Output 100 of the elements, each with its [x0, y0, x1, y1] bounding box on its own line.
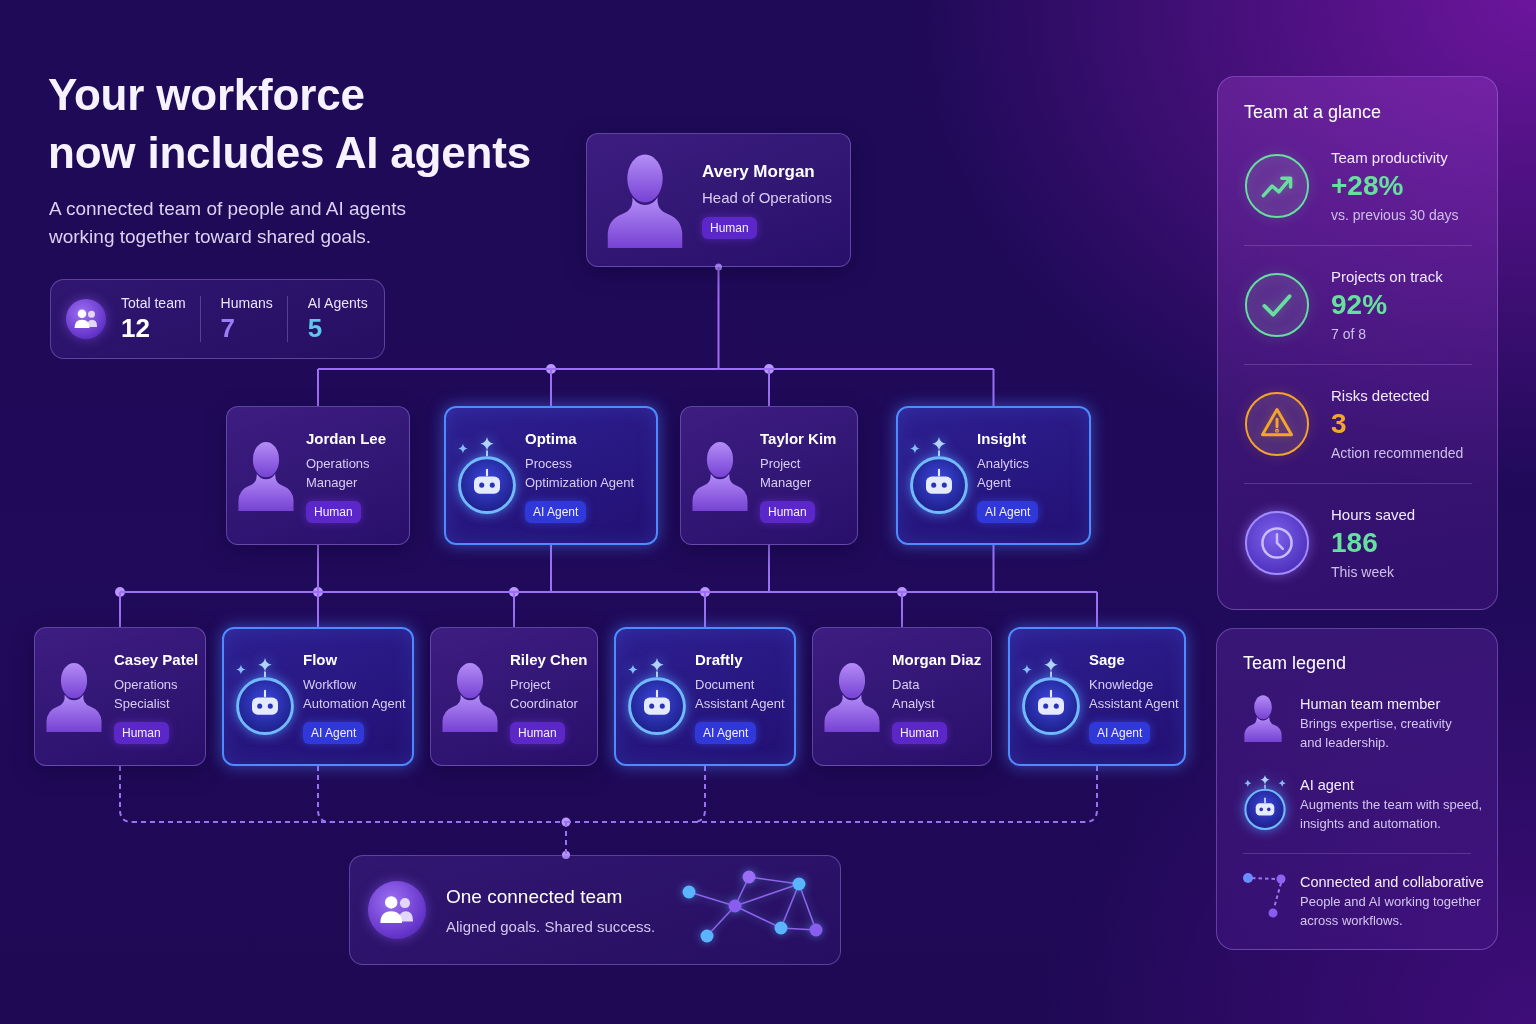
connector-line [717, 368, 770, 370]
stat-value: 5 [307, 312, 324, 344]
connector-line [768, 591, 903, 593]
metric-note: vs. previous 30 days [1331, 205, 1459, 225]
panel-heading: Team at a glance [1244, 101, 1383, 123]
member-name: Jordan Lee [306, 428, 387, 449]
agent-card [222, 627, 414, 766]
connector-line [119, 591, 121, 628]
metric-label: Risks detected [1331, 385, 1431, 405]
connector-line [317, 591, 515, 593]
connector-line [704, 591, 706, 628]
member-role: Knowledge Assistant Agent [1089, 675, 1180, 713]
member-role: Project Manager [760, 454, 813, 492]
metric-value: 92% [1331, 287, 1389, 322]
member-type-tag: AI Agent [977, 500, 1039, 523]
connector-line [513, 591, 515, 628]
team-tagline: Aligned goals. Shared success. [446, 916, 656, 936]
connector-line [317, 591, 319, 628]
agent-card [614, 627, 796, 766]
member-type-tag: Human [114, 721, 169, 744]
metric-value: +28% [1331, 168, 1405, 203]
connector-line [992, 591, 1098, 593]
member-type-tag: Human [702, 216, 757, 239]
member-role: Head of Operations [702, 187, 833, 208]
member-name: Draftly [695, 649, 743, 670]
member-role: Process Optimization Agent [525, 454, 636, 492]
team-heading: One connected team [446, 884, 623, 909]
panel-heading: Team legend [1243, 652, 1348, 674]
person-card [812, 627, 992, 766]
metric-value: 3 [1331, 406, 1348, 441]
connector-line [550, 591, 706, 593]
metric-label: Projects on track [1331, 266, 1443, 286]
member-role: Operations Specialist [114, 675, 179, 713]
member-name: Flow [303, 649, 338, 670]
connector-line [704, 591, 770, 593]
connector-line [768, 368, 770, 407]
member-type-tag: AI Agent [1089, 721, 1151, 744]
legend-label: Human team member [1300, 695, 1442, 714]
metric-label: Hours saved [1331, 504, 1416, 524]
member-name: Optima [525, 428, 577, 449]
legend-panel [1216, 628, 1498, 950]
legend-description: People and AI working together across workflows. [1300, 893, 1482, 930]
member-name: Avery Morgan [702, 161, 815, 182]
connector-line [717, 266, 720, 370]
metric-label: Team productivity [1331, 147, 1449, 167]
member-name: Insight [977, 428, 1027, 449]
member-type-tag: Human [760, 500, 815, 523]
member-type-tag: AI Agent [525, 500, 587, 523]
stat-label: Humans [220, 294, 273, 312]
metric-note: This week [1331, 562, 1396, 582]
connector-line [550, 544, 552, 593]
metric-value: 186 [1331, 525, 1379, 560]
member-role: Operations Manager [306, 454, 371, 492]
legend-label: AI agent [1300, 776, 1355, 795]
person-card [34, 627, 206, 766]
dashed-connector [329, 821, 567, 823]
dashed-connector [565, 821, 567, 856]
stat-label: AI Agents [307, 294, 368, 312]
person-card [680, 406, 858, 545]
connector-line [992, 544, 995, 593]
connector-line [119, 591, 319, 593]
connector-line [317, 544, 319, 593]
title: Your workforce now includes AI agents [48, 69, 531, 179]
member-role: Project Coordinator [510, 675, 579, 713]
subtitle: A connected team of people and AI agents working together toward shared goals. [49, 197, 408, 249]
dashed-connector [565, 821, 694, 823]
agent-card [444, 406, 658, 545]
stat-value: 7 [220, 312, 237, 344]
member-type-tag: Human [892, 721, 947, 744]
member-role: Workflow Automation Agent [303, 675, 407, 713]
member-name: Taylor Kim [760, 428, 837, 449]
member-name: Sage [1089, 649, 1125, 670]
connector-line [513, 591, 552, 593]
connector-line [768, 544, 770, 593]
member-role: Data Analyst [892, 675, 936, 713]
member-role: Document Assistant Agent [695, 675, 786, 713]
connector-line [317, 368, 319, 407]
stats-panel [50, 279, 385, 359]
member-name: Casey Patel [114, 649, 199, 670]
connector-line [768, 368, 995, 370]
legend-label: Connected and collaborative [1300, 873, 1485, 892]
agent-card [1008, 627, 1186, 766]
person-card [226, 406, 410, 545]
member-name: Morgan Diaz [892, 649, 982, 670]
connector-line [550, 368, 552, 407]
connector-line [1096, 591, 1098, 628]
member-type-tag: Human [510, 721, 565, 744]
summary-card [349, 855, 841, 965]
connector-line [992, 368, 995, 407]
legend-description: Augments the team with speed, insights and automation. [1300, 796, 1484, 833]
member-role: Analytics Agent [977, 454, 1031, 492]
connector-line [901, 591, 995, 593]
metrics-panel [1217, 76, 1498, 610]
legend-description: Brings expertise, creativity and leadership. [1300, 715, 1453, 752]
member-name: Riley Chen [510, 649, 588, 670]
connector-line [317, 368, 552, 370]
stat-value: 12 [121, 312, 151, 344]
member-type-tag: AI Agent [303, 721, 365, 744]
dashed-connector [692, 821, 1086, 823]
person-card [430, 627, 598, 766]
